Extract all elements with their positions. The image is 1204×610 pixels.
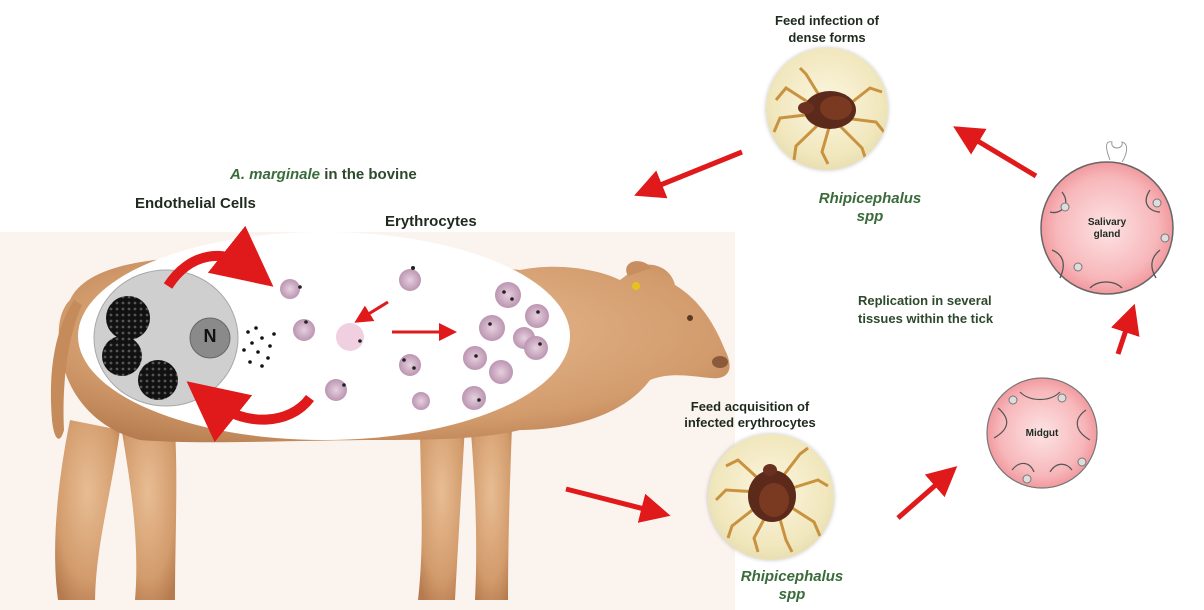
arrow-tick-to-bovine xyxy=(648,152,742,190)
inclusion-body xyxy=(138,360,178,400)
replication-label-line1: Replication in several xyxy=(858,292,992,309)
inclusion-body xyxy=(106,296,150,340)
erythrocytes-label: Erythrocytes xyxy=(385,213,477,230)
midgut-label: Midgut xyxy=(1012,428,1072,439)
tick-bottom-species-line1: Rhipicephalus xyxy=(722,568,862,586)
arrow-tick-to-midgut xyxy=(898,476,946,518)
tick-top-caption-line1: Feed infection of xyxy=(758,12,896,29)
tick-top-species-line2: spp xyxy=(800,208,940,226)
arrow-salivary-to-tick xyxy=(966,134,1036,176)
replication-label-line2: tissues within the tick xyxy=(858,310,993,327)
salivary-gland-label-line1: Salivary xyxy=(1072,217,1142,228)
tick-bottom-caption-line2: infected erythrocytes xyxy=(640,414,860,431)
tick-icon xyxy=(766,48,888,170)
tick-bottom-caption-line1: Feed acquisition of xyxy=(640,398,860,415)
tick-top-caption-line2: dense forms xyxy=(758,29,896,46)
tick-top-species-line1: Rhipicephalus xyxy=(800,190,940,208)
tick-bottom-species-line2: spp xyxy=(722,586,862,604)
endothelial-label: Endothelial Cells xyxy=(135,195,256,212)
arrow-midgut-to-salivary xyxy=(1118,318,1130,354)
tick-icon xyxy=(708,434,834,560)
nucleus-label: N xyxy=(200,328,220,345)
tick-photo-bottom xyxy=(708,434,834,560)
tick-photo-top xyxy=(766,48,888,170)
bovine-title: A. marginale in the bovine xyxy=(230,166,417,183)
salivary-gland-label-line2: gland xyxy=(1072,229,1142,240)
inclusion-body xyxy=(102,336,142,376)
